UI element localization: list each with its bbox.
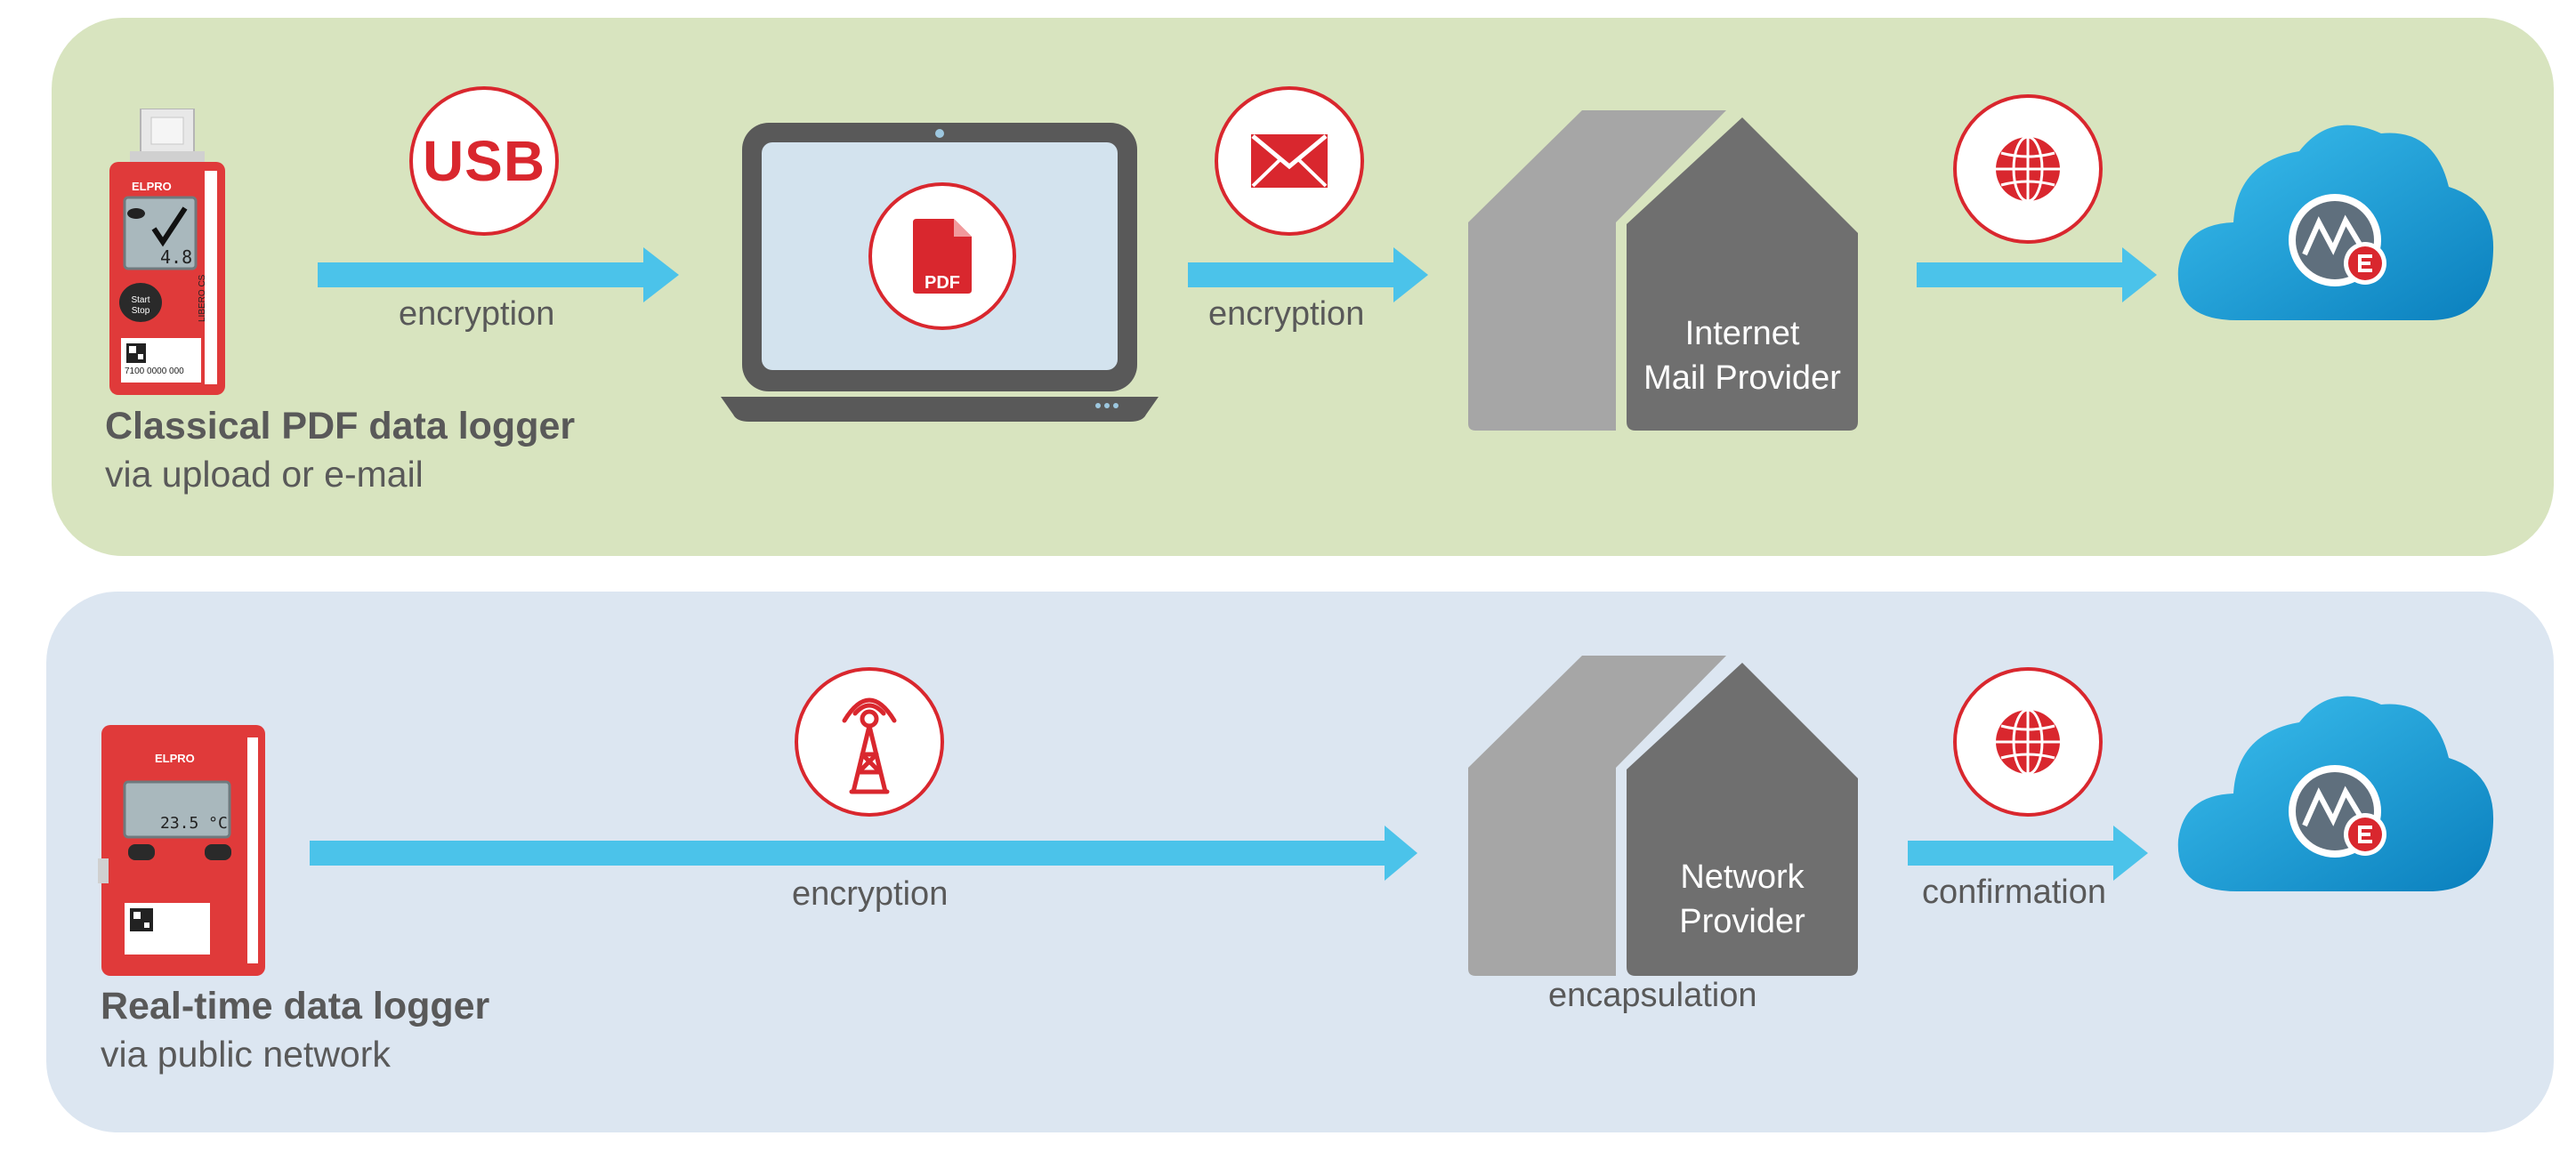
transfer-arrow-email [1188,247,1428,302]
globe-icon [1953,667,2103,817]
usb-label: USB [422,129,546,193]
realtime-logger-title: Real-time data logger [101,985,490,1027]
network-encryption-label: encryption [792,875,949,913]
device-model: LIBERO CS [198,274,207,322]
usb-encryption-label: encryption [399,295,555,333]
encapsulation-label: encapsulation [1548,977,1757,1014]
device-button-label: Start Stop [131,295,150,316]
pdf-logger-subtitle: via upload or e-mail [105,454,424,495]
mail-provider-line1: Internet [1684,315,1800,352]
pdf-data-logger-device: ELPRO 4.8 Start Stop 7100 0000 000 LIBER… [105,108,230,398]
network-provider-line1: Network [1680,858,1805,896]
pdf-document-icon: PDF [868,182,1016,330]
transfer-arrow-web [1917,247,2157,302]
envelope-icon [1215,86,1364,236]
confirmation-label: confirmation [1922,874,2106,911]
device-serial: 7100 0000 000 [125,367,184,376]
mail-provider-line2: Mail Provider [1643,359,1841,397]
network-provider-building: Network Provider [1466,654,1860,976]
device-display-value: 4.8 [160,246,193,268]
transfer-arrow-usb [318,247,679,302]
cloud-service-icon [2175,116,2497,329]
pdf-logger-title: Classical PDF data logger [105,405,576,447]
globe-icon [1953,94,2103,244]
transfer-arrow-confirmation [1908,826,2148,881]
mail-provider-building: Internet Mail Provider [1466,109,1860,431]
email-encryption-label: encryption [1208,295,1365,333]
cloud-service-icon [2175,687,2497,900]
pdf-label: PDF [925,273,960,293]
network-provider-label: Network Provider [1627,855,1858,944]
mail-provider-label: Internet Mail Provider [1627,311,1858,400]
realtime-logger-subtitle: via public network [101,1034,391,1075]
device-brand: ELPRO [132,180,172,193]
usb-badge-icon: USB [409,86,559,236]
network-provider-line2: Provider [1679,903,1805,940]
transfer-arrow-network [310,826,1417,881]
realtime-data-logger-device: ELPRO 23.5 °C [98,725,269,979]
device-brand: ELPRO [155,752,195,765]
device-display-value: 23.5 °C [160,814,228,833]
radio-tower-icon [795,667,944,817]
